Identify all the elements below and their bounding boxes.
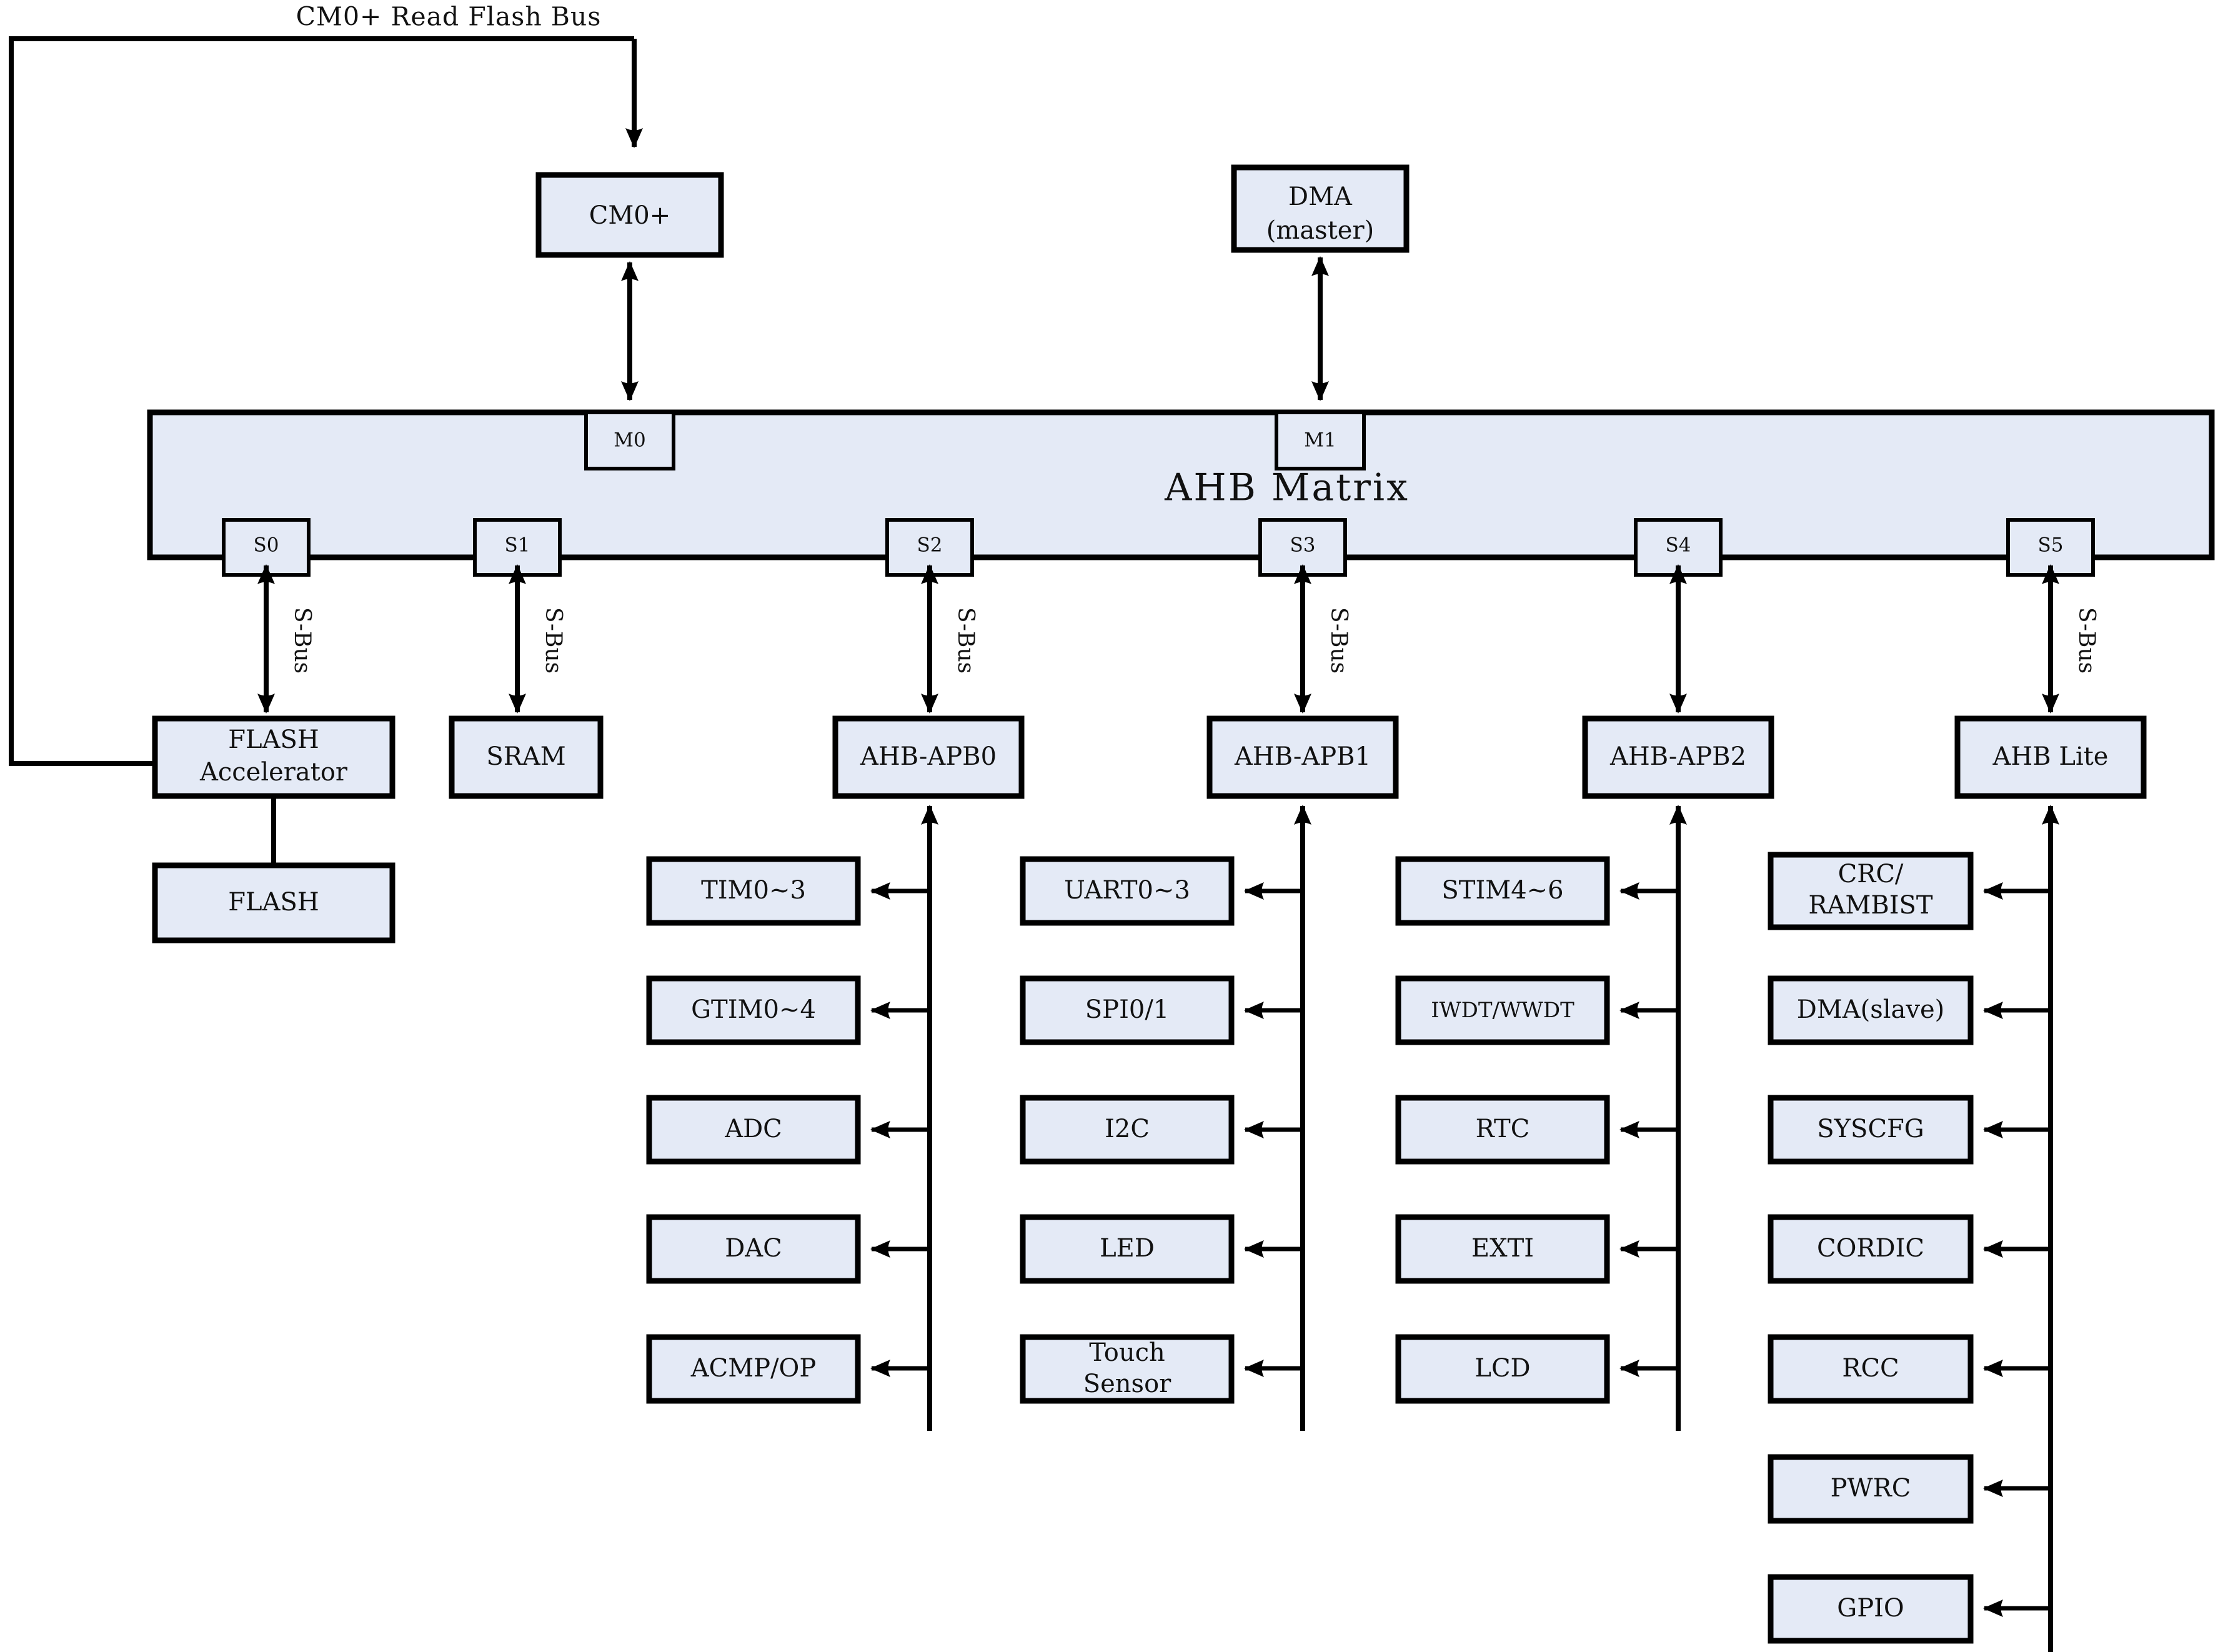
diagram-title: CM0+ Read Flash Bus <box>296 2 602 32</box>
flash-accelerator-label-line2: Accelerator <box>199 758 348 787</box>
peripheral-label-tim0-3: TIM0~3 <box>701 876 806 905</box>
sram-label: SRAM <box>486 742 565 771</box>
peripheral-label-iwdt-wwdt: IWDT/WWDT <box>1431 998 1574 1023</box>
flash-accelerator-block[interactable] <box>152 715 395 799</box>
port-m0-label: M0 <box>614 429 645 452</box>
sbus-label-s3: S-Bus <box>1326 607 1351 674</box>
peripheral-column-apb1: UART0~3 SPI0/1 I2C LED Touch Sensor <box>1020 856 1303 1404</box>
peripheral-block-syscfg[interactable] <box>1768 1095 1974 1165</box>
peripheral-block-touch-sensor[interactable] <box>1020 1334 1235 1404</box>
peripheral-column-ahb-lite: CRC/ RAMBIST DMA(slave) SYSCFG CORDIC RC… <box>1768 852 2051 1644</box>
peripheral-block-led[interactable] <box>1020 1214 1235 1284</box>
peripheral-label-crc-rambist-line2: RAMBIST <box>1808 891 1933 920</box>
peripheral-label-spi0-1: SPI0/1 <box>1085 995 1170 1024</box>
peripheral-block-gpio[interactable] <box>1768 1574 1974 1644</box>
peripheral-block-acmp-op[interactable] <box>646 1334 861 1404</box>
peripheral-label-touch-sensor-line1: Touch <box>1089 1338 1165 1367</box>
flash-accelerator-label-line1: FLASH <box>228 725 319 754</box>
peripheral-block-lcd[interactable] <box>1395 1334 1610 1404</box>
sbus-label-s5: S-Bus <box>2074 607 2099 674</box>
peripheral-label-rtc: RTC <box>1476 1115 1530 1143</box>
peripheral-label-adc: ADC <box>724 1115 782 1143</box>
peripheral-label-lcd: LCD <box>1475 1354 1530 1383</box>
port-s5-label: S5 <box>2038 534 2064 557</box>
peripheral-label-gpio: GPIO <box>1837 1594 1904 1623</box>
peripheral-label-gtim0-4: GTIM0~4 <box>691 995 816 1024</box>
peripheral-label-acmp-op: ACMP/OP <box>690 1354 817 1383</box>
peripheral-label-exti: EXTI <box>1471 1234 1534 1263</box>
ahb-apb2-label: AHB-APB2 <box>1609 742 1746 771</box>
ahb-apb1-block[interactable] <box>1206 715 1399 799</box>
peripheral-label-cordic: CORDIC <box>1817 1234 1924 1263</box>
ahb-matrix-label: AHB Matrix <box>1164 466 1410 510</box>
ahb-lite-block[interactable] <box>1954 715 2147 799</box>
sbus-label-s2: S-Bus <box>953 607 978 674</box>
cm0-read-flash-bus-route <box>9 36 643 766</box>
peripheral-block-cordic[interactable] <box>1768 1214 1974 1284</box>
ahb-apb2-block[interactable] <box>1582 715 1774 799</box>
peripheral-label-i2c: I2C <box>1105 1115 1150 1143</box>
peripheral-label-syscfg: SYSCFG <box>1817 1115 1924 1143</box>
flash-block[interactable] <box>152 862 395 943</box>
ahb-apb0-block[interactable] <box>832 715 1025 799</box>
peripheral-block-dma-slave[interactable] <box>1768 975 1974 1045</box>
dma-master-block[interactable] <box>1231 164 1410 253</box>
cm0-block[interactable] <box>535 172 724 258</box>
port-s4-label: S4 <box>1666 534 1691 557</box>
peripheral-column-apb2: STIM4~6 IWDT/WWDT RTC EXTI LCD <box>1395 856 1678 1404</box>
peripheral-block-dac[interactable] <box>646 1214 861 1284</box>
peripheral-block-crc-rambist[interactable] <box>1768 852 1974 930</box>
ahb-apb0-label: AHB-APB0 <box>860 742 997 771</box>
peripheral-label-pwrc: PWRC <box>1831 1474 1911 1503</box>
sbus-label-s0: S-Bus <box>289 607 315 674</box>
peripheral-block-uart0-3[interactable] <box>1020 856 1235 926</box>
peripheral-label-dac: DAC <box>725 1234 782 1263</box>
peripheral-label-touch-sensor-line2: Sensor <box>1083 1370 1171 1398</box>
peripheral-label-dma-slave: DMA(slave) <box>1797 995 1945 1024</box>
peripheral-block-iwdt-wwdt[interactable] <box>1395 975 1610 1045</box>
sram-block[interactable] <box>449 715 604 799</box>
dma-master-label-line1: DMA <box>1288 182 1353 211</box>
dma-master-label-line2: (master) <box>1266 216 1374 245</box>
port-s3-label: S3 <box>1290 534 1316 557</box>
peripheral-label-crc-rambist-line1: CRC/ <box>1838 860 1904 888</box>
peripheral-block-exti[interactable] <box>1395 1214 1610 1284</box>
port-s1-label: S1 <box>505 534 530 557</box>
peripheral-column-apb0: TIM0~3 GTIM0~4 ADC DAC ACMP/OP <box>646 856 930 1404</box>
port-m0[interactable] <box>584 411 675 470</box>
sbus-label-s1: S-Bus <box>540 607 566 674</box>
peripheral-block-adc[interactable] <box>646 1095 861 1165</box>
peripheral-label-rcc: RCC <box>1842 1354 1899 1383</box>
peripheral-block-tim0-3[interactable] <box>646 856 861 926</box>
port-m1[interactable] <box>1275 411 1366 470</box>
cm0-block-label: CM0+ <box>589 201 671 230</box>
peripheral-block-rtc[interactable] <box>1395 1095 1610 1165</box>
peripheral-block-spi0-1[interactable] <box>1020 975 1235 1045</box>
peripheral-block-gtim0-4[interactable] <box>646 975 861 1045</box>
flash-label: FLASH <box>228 888 319 917</box>
peripheral-block-rcc[interactable] <box>1768 1334 1974 1404</box>
port-s2-label: S2 <box>917 534 943 557</box>
port-s0-label: S0 <box>254 534 279 557</box>
peripheral-label-uart0-3: UART0~3 <box>1064 876 1190 905</box>
ahb-lite-label: AHB Lite <box>1992 742 2109 771</box>
peripheral-block-stim4-6[interactable] <box>1395 856 1610 926</box>
peripheral-block-i2c[interactable] <box>1020 1095 1235 1165</box>
port-m1-label: M1 <box>1304 429 1336 452</box>
ahb-apb1-label: AHB-APB1 <box>1234 742 1371 771</box>
peripheral-label-stim4-6: STIM4~6 <box>1441 876 1563 905</box>
peripheral-block-pwrc[interactable] <box>1768 1454 1974 1524</box>
peripheral-label-led: LED <box>1100 1234 1155 1263</box>
